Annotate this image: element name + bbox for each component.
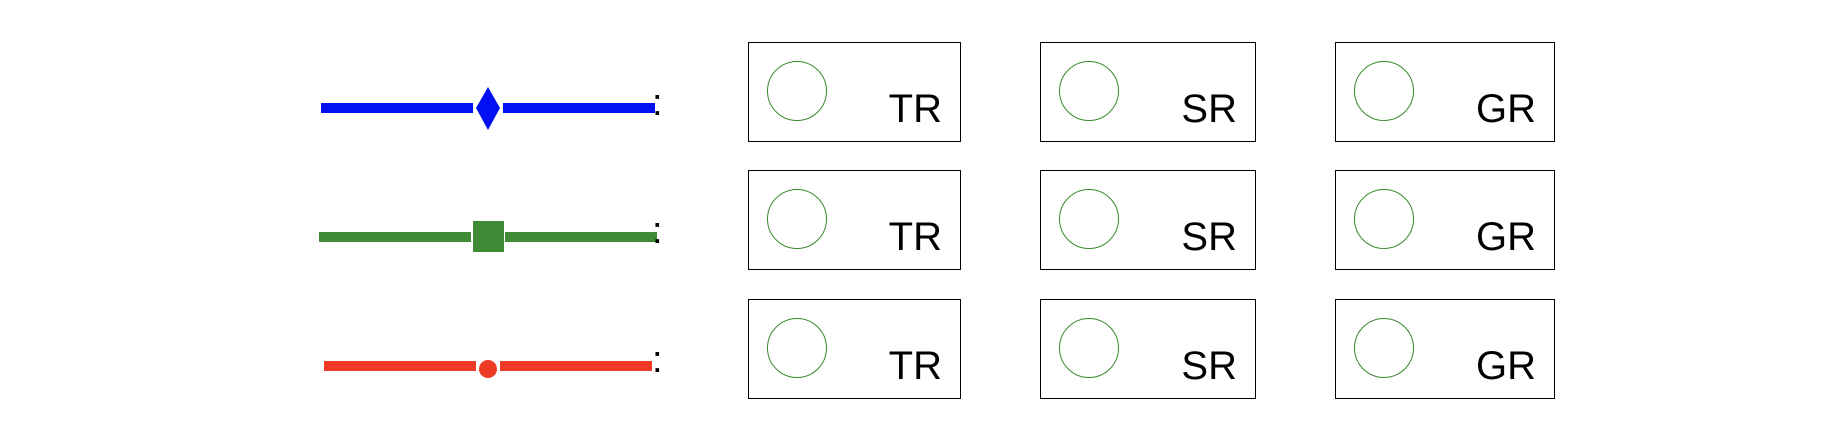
tr-label: TR — [888, 87, 942, 131]
circle-icon — [1354, 189, 1414, 249]
circle-icon — [767, 61, 827, 121]
circle-icon — [767, 318, 827, 378]
sr-label: SR — [1181, 215, 1237, 259]
blue-line-diamond-marker-icon — [318, 40, 680, 148]
tr-label: TR — [888, 344, 942, 388]
gr-box: GR — [1335, 170, 1555, 270]
circle-icon — [1354, 318, 1414, 378]
gr-label: GR — [1476, 87, 1536, 131]
tr-label: TR — [888, 215, 942, 259]
circle-icon — [1059, 61, 1119, 121]
gr-label: GR — [1476, 344, 1536, 388]
legend-row-green: : TR SR GR — [0, 168, 1834, 276]
sr-box: SR — [1040, 299, 1256, 399]
row-separator: : — [652, 210, 663, 252]
gr-box: GR — [1335, 42, 1555, 142]
circle-icon — [1059, 318, 1119, 378]
circle-icon — [767, 189, 827, 249]
sr-label: SR — [1181, 87, 1237, 131]
row-separator: : — [652, 339, 663, 381]
sr-label: SR — [1181, 344, 1237, 388]
gr-label: GR — [1476, 215, 1536, 259]
row-separator: : — [652, 82, 663, 124]
tr-box: TR — [748, 42, 961, 142]
tr-box: TR — [748, 299, 961, 399]
gr-box: GR — [1335, 299, 1555, 399]
sr-box: SR — [1040, 42, 1256, 142]
tr-box: TR — [748, 170, 961, 270]
legend-row-blue: : TR SR GR — [0, 40, 1834, 148]
green-line-square-marker-icon — [318, 168, 680, 276]
legend-row-red: : TR SR GR — [0, 297, 1834, 405]
circle-icon — [1354, 61, 1414, 121]
circle-icon — [1059, 189, 1119, 249]
sr-box: SR — [1040, 170, 1256, 270]
red-line-circle-marker-icon — [318, 297, 680, 405]
